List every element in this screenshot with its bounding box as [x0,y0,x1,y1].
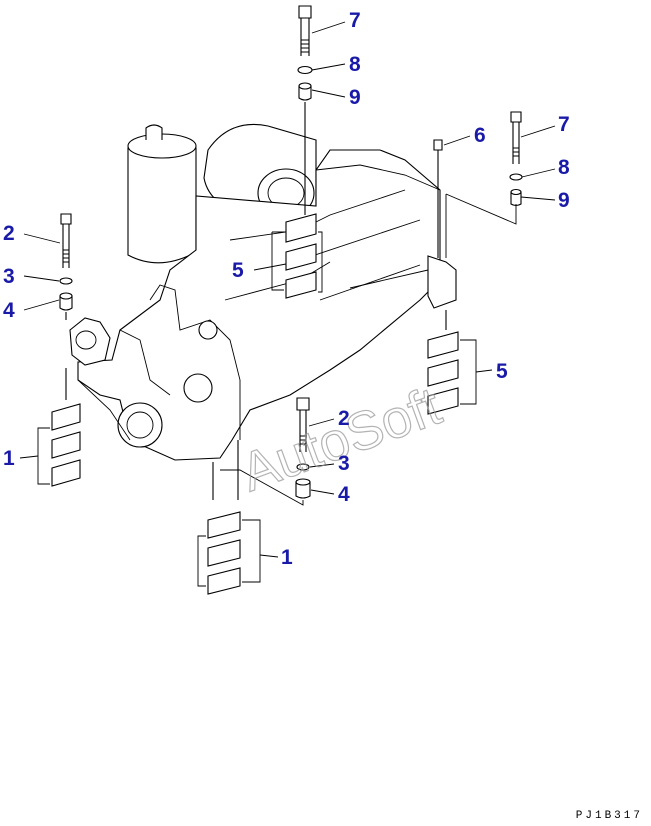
shims-lower-center [197,511,261,595]
bolt-top-assembly [297,5,313,215]
callout-bolt-right: 7 [558,113,570,136]
callout-spacer-top: 9 [349,86,361,109]
callout-washer-right: 8 [558,156,570,179]
shims-upper-center [271,213,323,299]
callout-shims-left: 1 [3,447,15,470]
shims-right [427,310,477,415]
callout-bolt-left: 2 [3,222,15,245]
callout-washer-left: 3 [3,265,15,288]
callout-spacer-right: 9 [558,189,570,212]
shims-left [37,403,81,487]
callout-spacer-left: 4 [3,299,15,322]
callout-spacer-center: 4 [338,483,350,506]
left-mount-assembly [59,213,73,400]
callout-shims-right: 5 [496,360,508,383]
callout-shims-lower-center: 1 [281,546,293,569]
diagram-code: PJ1B317 [575,810,643,822]
leader-lines [19,21,556,558]
callout-shims-upper-center: 5 [232,259,244,282]
callout-bolt-top: 7 [349,9,361,32]
callout-labels: 7 8 9 6 7 8 9 2 3 4 1 5 5 2 3 4 1 [3,9,570,569]
callout-pin-right: 6 [474,124,486,147]
center-lower-assembly [212,397,311,506]
callout-washer-center: 3 [338,452,350,475]
callout-washer-top: 8 [349,53,361,76]
callout-bolt-center: 2 [338,407,350,430]
engine-block [69,123,457,461]
